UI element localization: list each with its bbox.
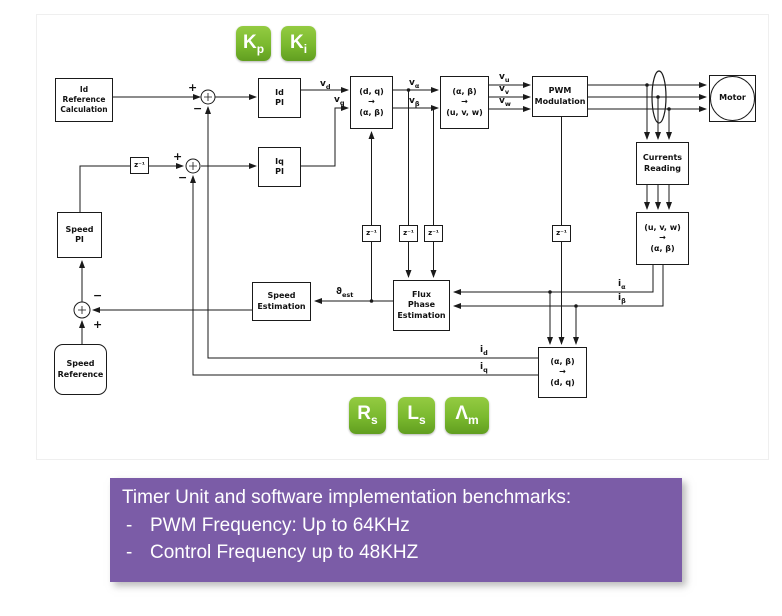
block-dq-to-alphabeta: (d, q) → (α, β) [350,76,393,129]
badge-kp: Kp [236,26,271,61]
bullet-text: Control Frequency up to 48KHZ [150,542,419,563]
block-pwm-modulation: PWM Modulation [532,76,588,117]
signal-label-vw: vw [499,96,511,108]
sum-speed-minus-sign: − [93,289,103,302]
signal-label-vq: vq [334,95,345,107]
block-iq-pi: Iq PI [258,147,301,187]
block-alphabeta-to-uvw: (α, β) → (u, v, w) [440,76,489,129]
signal-label-theta-est: ϑest [336,287,354,299]
block-delay-vbeta: z⁻¹ [424,225,443,242]
sum-junctions [73,89,216,319]
signal-label-iq: iq [480,362,488,374]
block-delay-speed-loop: z⁻¹ [130,157,149,174]
wires [79,82,707,376]
block-motor: Motor [709,75,756,122]
panel-title: Timer Unit and software implementation b… [122,487,572,508]
sum-junction-speed [73,301,91,319]
signal-label-valpha: vα [409,78,420,90]
signal-label-vbeta: vβ [409,96,420,108]
block-speed-reference: Speed Reference [54,344,107,395]
sum-id-minus-sign: − [193,102,203,115]
block-uvw-to-alphabeta: (u, v, w) → (α, β) [636,212,689,265]
diagram-frame [36,14,769,460]
block-speed-estimation: Speed Estimation [252,282,311,321]
sum-junction-id [200,89,216,105]
signal-label-ialpha: iα [618,279,626,291]
bullet-control-frequency: - Control Frequency up to 48KHZ [110,539,682,566]
badge-ki: Ki [281,26,316,61]
sum-iq-plus-sign: + [173,150,183,163]
motor-circle: Motor [710,76,755,121]
block-flux-phase-estimation: Flux Phase Estimation [393,280,450,331]
sum-iq-minus-sign: − [178,171,188,184]
sum-speed-plus-sign: + [93,318,103,331]
badge-rs: Rs [349,397,386,434]
badge-lambda-m: Λm [445,397,489,434]
sum-id-plus-sign: + [188,81,198,94]
sum-junction-iq [185,158,201,174]
signal-label-vu: vu [499,72,510,84]
block-currents-reading: Currents Reading [636,142,689,185]
bullet-dash: - [126,515,133,536]
block-alphabeta-to-dq: (α, β) → (d, q) [538,347,587,398]
signal-label-vd: vd [320,79,331,91]
block-id-reference-calculation: Id Reference Calculation [55,78,113,122]
block-id-pi: Id PI [258,78,301,118]
bullet-text: PWM Frequency: Up to 64KHz [150,515,410,536]
junction-dots [369,83,671,308]
block-delay-theta: z⁻¹ [362,225,381,242]
signal-label-ibeta: iβ [618,293,626,305]
badge-ls: Ls [398,397,435,434]
signal-label-id: id [480,345,488,357]
signal-label-vv: vv [499,84,510,96]
cable-bundle-ellipse [651,70,667,124]
block-delay-valpha: z⁻¹ [399,225,418,242]
bullet-dash: - [126,542,133,563]
block-delay-right: z⁻¹ [552,225,571,242]
block-speed-pi: Speed PI [57,212,102,258]
bullet-pwm-frequency: - PWM Frequency: Up to 64KHz [110,512,682,539]
benchmarks-panel: Timer Unit and software implementation b… [110,478,682,582]
